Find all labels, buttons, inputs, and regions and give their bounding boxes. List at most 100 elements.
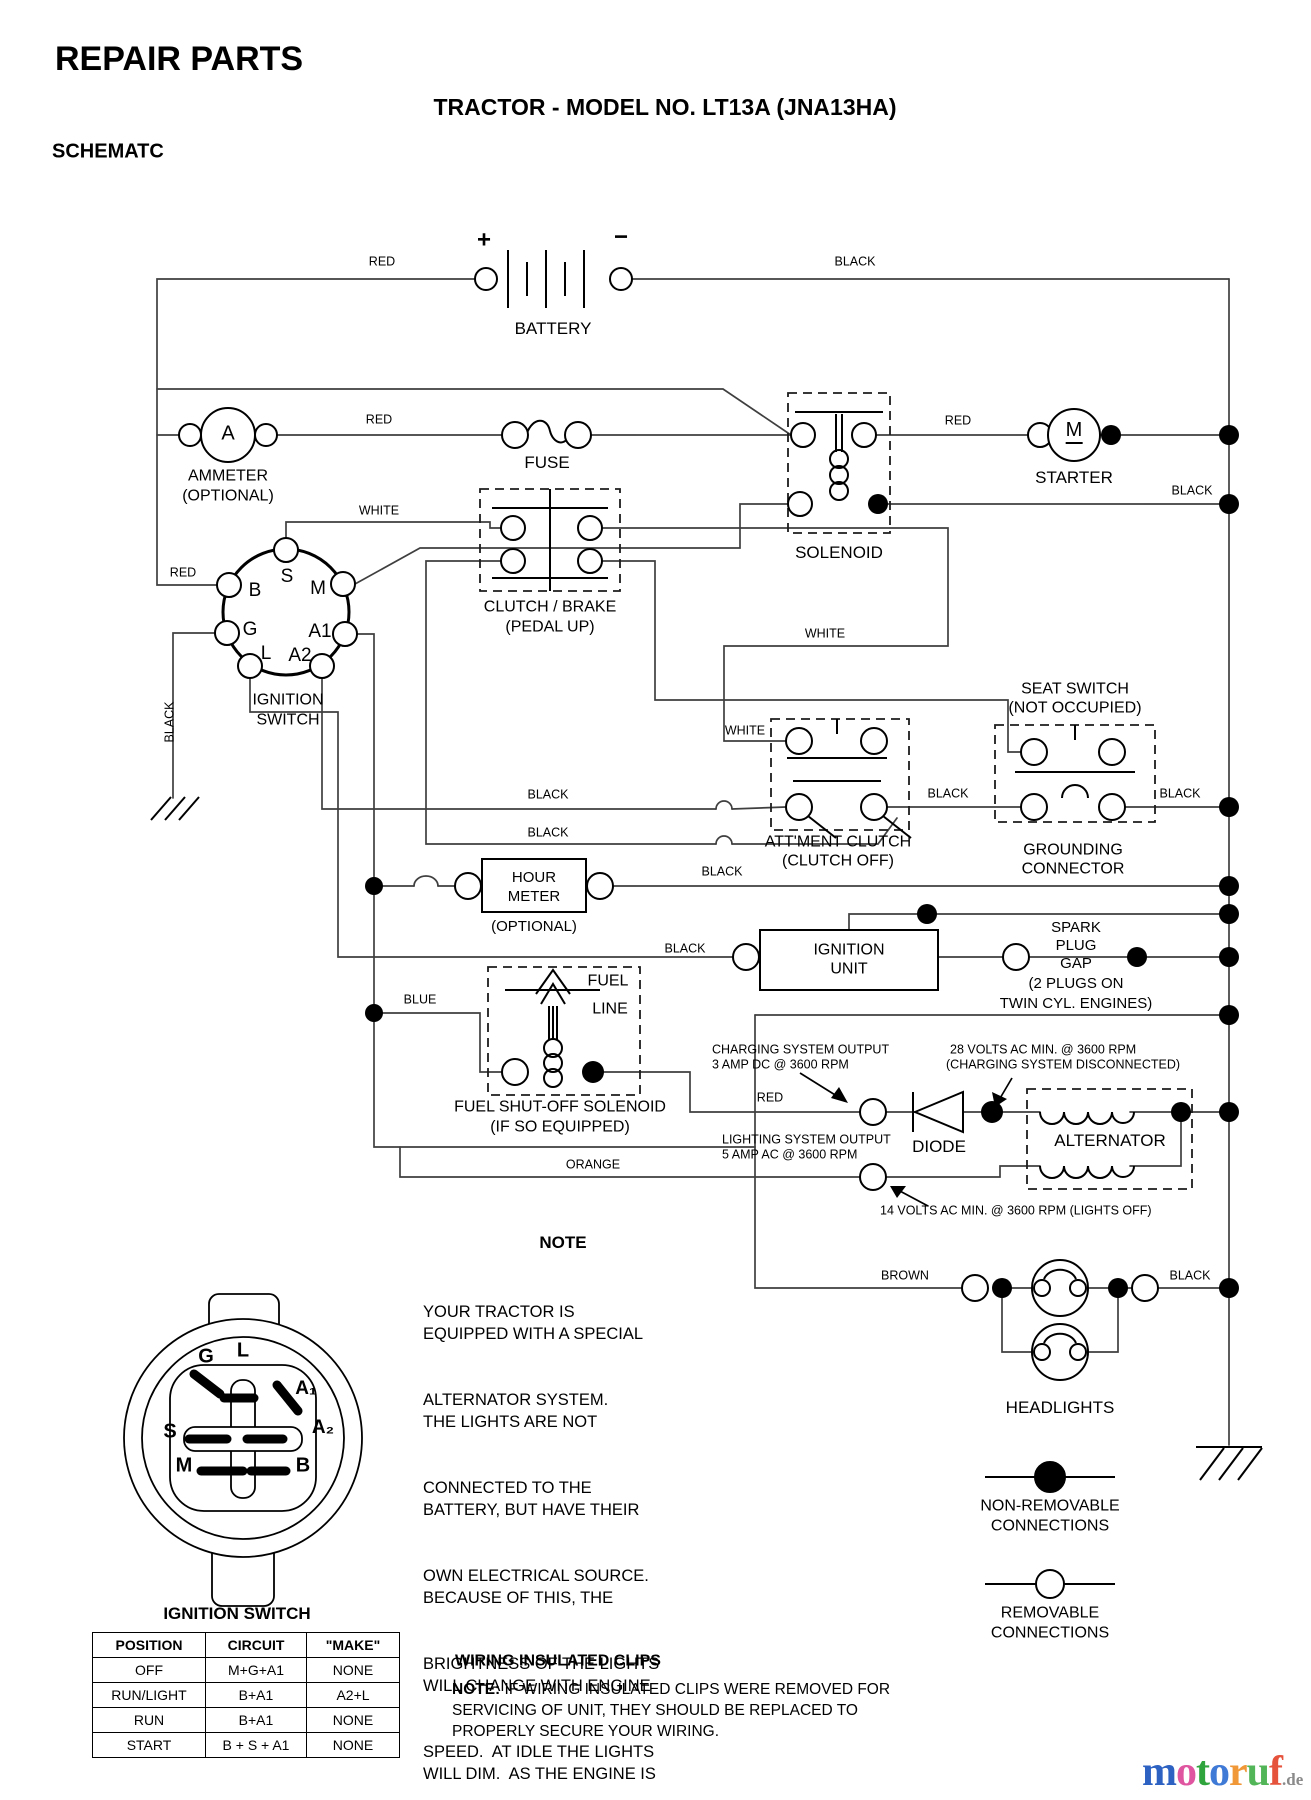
ignition-label-2: SWITCH bbox=[256, 711, 320, 729]
solenoid-label: SOLENOID bbox=[795, 543, 883, 563]
wire-label-brown: BROWN bbox=[881, 1268, 929, 1283]
hour-meter-icon bbox=[454, 858, 614, 913]
table-header: POSITION bbox=[92, 1632, 206, 1658]
section-title: SCHEMATC bbox=[52, 140, 164, 163]
terminal-a2: A2 bbox=[288, 645, 312, 667]
ammeter-icon bbox=[178, 407, 278, 463]
wire-label-red: RED bbox=[368, 254, 396, 269]
connector-terminal-a2: A₂ bbox=[311, 1417, 335, 1439]
terminal-b: B bbox=[248, 580, 262, 602]
diode-icon bbox=[912, 1090, 964, 1134]
page-subtitle: TRACTOR - MODEL NO. LT13A (JNA13HA) bbox=[433, 93, 897, 120]
ignition-unit-icon bbox=[732, 929, 1030, 991]
table-row: RUN/LIGHT B+A1 A2+L bbox=[92, 1682, 400, 1708]
spark-plug-label: (2 PLUGS ON bbox=[1028, 975, 1124, 993]
page-title: REPAIR PARTS bbox=[55, 40, 304, 79]
diode-label: DIODE bbox=[912, 1137, 966, 1157]
spark-plug-label: SPARK bbox=[1051, 919, 1101, 937]
removable-connection-icon bbox=[961, 1274, 989, 1302]
junction-dots bbox=[365, 425, 1239, 1298]
headlights-icon bbox=[1031, 1259, 1089, 1381]
wire-label-white: WHITE bbox=[804, 626, 846, 641]
alternator-icon bbox=[1039, 1111, 1135, 1179]
ignition-switch-icon bbox=[214, 537, 358, 679]
removable-connection-icon bbox=[859, 1098, 887, 1126]
legend-non-removable-1: NON-REMOVABLE bbox=[980, 1497, 1120, 1515]
connector-terminal-b: B bbox=[295, 1454, 311, 1477]
volts14-annotation: 14 VOLTS AC MIN. @ 3600 RPM (LIGHTS OFF) bbox=[880, 1203, 1152, 1218]
spark-plug-label: GAP bbox=[1060, 955, 1092, 973]
removable-connection-icon bbox=[859, 1163, 887, 1191]
ground-icon-left bbox=[150, 796, 200, 821]
wire-label-red: RED bbox=[756, 1090, 784, 1105]
connector-terminal-a1: A₁ bbox=[295, 1378, 317, 1400]
volts28-annotation-2: (CHARGING SYSTEM DISCONNECTED) bbox=[946, 1057, 1181, 1072]
hour-meter-label-2: METER bbox=[507, 888, 561, 906]
wiring-clips-heading: WIRING INSULATED CLIPS bbox=[455, 1652, 661, 1670]
attment-clutch-box bbox=[770, 718, 910, 831]
table-header: "MAKE" bbox=[306, 1632, 400, 1658]
fuel-line-label-2: LINE bbox=[592, 1000, 628, 1018]
wire-label-black: BLACK bbox=[1159, 786, 1201, 801]
hour-meter-optional: (OPTIONAL) bbox=[491, 918, 577, 936]
table-row: START B + S + A1 NONE bbox=[92, 1732, 400, 1758]
wire-label-black-vertical: BLACK bbox=[162, 701, 177, 743]
wire-label-black: BLACK bbox=[1169, 1268, 1211, 1283]
wire-label-blue: BLUE bbox=[403, 992, 437, 1007]
attment-clutch-label: ATT'MENT CLUTCH bbox=[764, 833, 912, 851]
battery-label: BATTERY bbox=[514, 319, 592, 339]
table-header: CIRCUIT bbox=[205, 1632, 307, 1658]
removable-connection-icon bbox=[1131, 1274, 1159, 1302]
ignition-switch-connector-icon bbox=[123, 1293, 363, 1607]
table-row: OFF M+G+A1 NONE bbox=[92, 1657, 400, 1683]
wire-label-orange: ORANGE bbox=[565, 1157, 621, 1172]
fuel-line-label-1: FUEL bbox=[587, 972, 629, 990]
dashed-boxes bbox=[479, 392, 1193, 1190]
charging-annotation-1: CHARGING SYSTEM OUTPUT bbox=[712, 1042, 890, 1057]
ground-icon-right bbox=[1196, 1446, 1263, 1481]
charging-annotation-2: 3 AMP DC @ 3600 RPM bbox=[712, 1057, 849, 1072]
spark-plug-label: TWIN CYL. ENGINES) bbox=[999, 995, 1153, 1013]
fuse-label: FUSE bbox=[524, 453, 570, 473]
battery-minus-sign: − bbox=[613, 223, 629, 251]
connector-terminal-g: G bbox=[198, 1345, 214, 1368]
legend-removable-2: CONNECTIONS bbox=[990, 1624, 1110, 1642]
wires bbox=[156, 278, 1230, 1446]
ignition-label-1: IGNITION bbox=[252, 691, 324, 709]
hour-meter-label-1: HOUR bbox=[511, 869, 557, 887]
fuel-line-box bbox=[487, 966, 641, 1096]
seat-switch-icon bbox=[1015, 725, 1135, 821]
starter-label: STARTER bbox=[1035, 468, 1113, 488]
wire-label-red: RED bbox=[169, 565, 197, 580]
wire-label-black: BLACK bbox=[834, 254, 876, 269]
lighting-annotation-1: LIGHTING SYSTEM OUTPUT bbox=[722, 1132, 891, 1147]
terminal-l: L bbox=[260, 643, 272, 665]
ammeter-a: A bbox=[221, 422, 235, 445]
starter-icon bbox=[1027, 408, 1101, 462]
legend-removable-icon bbox=[985, 1569, 1115, 1599]
ignition-unit-label-2: UNIT bbox=[830, 960, 868, 978]
fuel-solenoid-label-2: (IF SO EQUIPPED) bbox=[490, 1118, 630, 1136]
headlights-label: HEADLIGHTS bbox=[1005, 1398, 1115, 1418]
wire-label-black: BLACK bbox=[1171, 483, 1213, 498]
watermark-suffix: .de bbox=[1282, 1770, 1304, 1789]
ignition-switch-table: POSITION CIRCUIT "MAKE" OFF M+G+A1 NONE … bbox=[92, 1632, 400, 1758]
wire-label-black: BLACK bbox=[527, 787, 569, 802]
wire-label-black: BLACK bbox=[701, 864, 743, 879]
legend-non-removable-icon bbox=[985, 1461, 1115, 1493]
fuel-solenoid-icon bbox=[501, 968, 600, 1088]
battery-plus-sign: + bbox=[476, 226, 492, 254]
legend-removable-1: REMOVABLE bbox=[1000, 1604, 1100, 1622]
table-row: RUN B+A1 NONE bbox=[92, 1707, 400, 1733]
volts28-annotation-1: 28 VOLTS AC MIN. @ 3600 RPM bbox=[950, 1042, 1137, 1057]
fuse-icon bbox=[501, 419, 592, 449]
note-heading: NOTE bbox=[539, 1233, 587, 1253]
battery-icon bbox=[474, 250, 633, 308]
watermark-logo: motoruf.de bbox=[1142, 1749, 1304, 1795]
connector-terminal-l: L bbox=[236, 1339, 250, 1362]
wire-label-black: BLACK bbox=[664, 941, 706, 956]
fuel-solenoid-label-1: FUEL SHUT-OFF SOLENOID bbox=[454, 1098, 666, 1116]
